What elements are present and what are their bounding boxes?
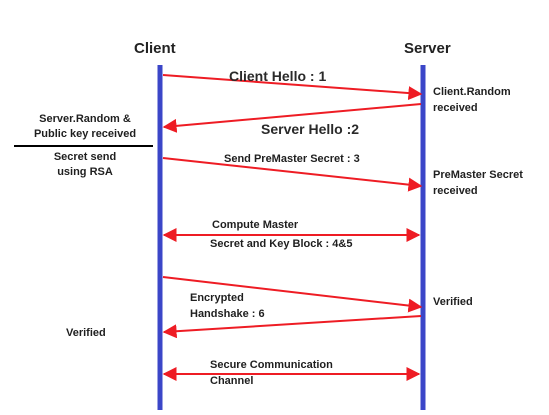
premaster-arrow: [162, 157, 423, 192]
server-header: Server: [404, 40, 451, 57]
compute-master-label-line2: Secret and Key Block : 4&5: [210, 238, 353, 250]
secret-send-note-line2: using RSA: [57, 166, 113, 178]
encrypted-handshake-out-arrow: [162, 276, 423, 313]
client-verified-note: Verified: [66, 327, 106, 339]
client-random-note-line2: received: [433, 102, 478, 114]
secure-channel-label-line1: Secure Communication: [210, 359, 333, 371]
server-hello-label: Server Hello :2: [261, 121, 360, 137]
secure-channel-label-line2: Channel: [210, 375, 254, 387]
compute-master-label-line1: Compute Master: [212, 219, 299, 231]
encrypted-handshake-back-arrow: [162, 315, 422, 339]
server-random-note-line2: Public key received: [33, 128, 137, 140]
server-hello-arrow: [162, 103, 422, 133]
premaster-label: Send PreMaster Secret : 3: [224, 153, 360, 165]
premaster-received-note-line1: PreMaster Secret: [433, 169, 523, 181]
server-random-note-line1: Server.Random &: [39, 113, 131, 125]
client-random-note-line1: Client.Random: [433, 86, 511, 98]
client-hello-arrow: [162, 74, 423, 101]
encrypted-handshake-label-line1: Encrypted: [190, 292, 244, 304]
server-verified-note: Verified: [433, 296, 473, 308]
client-hello-label: Client Hello : 1: [229, 68, 327, 84]
client-header: Client: [134, 40, 176, 57]
encrypted-handshake-label-line2: Handshake : 6: [190, 308, 265, 320]
premaster-received-note-line2: received: [433, 185, 478, 197]
secret-send-note-line1: Secret send: [53, 151, 117, 163]
